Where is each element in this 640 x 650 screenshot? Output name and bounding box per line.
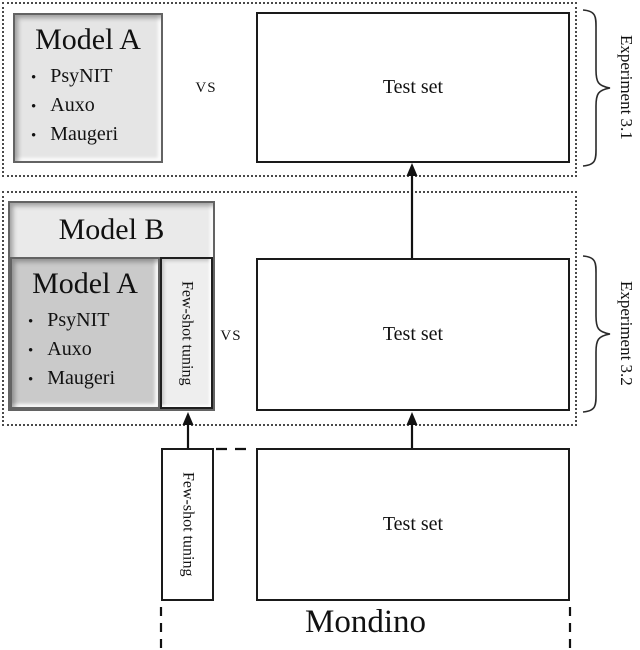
model-a-box-exp2: Model A • PsyNIT • Auxo • Maugeri: [10, 257, 160, 409]
experiment-3-2-label: Experiment 3.2: [617, 281, 636, 386]
bullet-icon: •: [28, 372, 34, 388]
vs-label-exp2: vs: [220, 320, 242, 345]
list-item: • PsyNIT: [31, 63, 161, 92]
bullet-icon: •: [31, 128, 37, 144]
test-set-label: Test set: [382, 323, 444, 345]
experiment-3-2-region: [2, 191, 577, 426]
vs-label-exp1: vs: [195, 72, 217, 97]
dataset-name: PsyNIT: [47, 309, 110, 331]
model-a-dataset-list: • PsyNIT • Auxo • Maugeri: [15, 63, 161, 150]
test-set-label: Test set: [382, 76, 444, 98]
experiment-3-1-region: [2, 2, 577, 177]
dataset-name: Auxo: [50, 94, 95, 116]
model-a-box-exp1: Model A • PsyNIT • Auxo • Maugeri: [13, 13, 163, 163]
list-item: • Auxo: [28, 336, 158, 365]
few-shot-tuning-box-mondino: Few-shot tuning: [161, 448, 214, 601]
bullet-icon: •: [28, 314, 34, 330]
model-a-title: Model A: [32, 267, 138, 300]
curly-brace-exp2: [582, 255, 611, 413]
list-item: • PsyNIT: [28, 307, 158, 336]
dataset-name: Maugeri: [47, 367, 116, 389]
mondino-dataset-label: Mondino: [304, 604, 426, 640]
test-set-box-exp2: Test set: [256, 258, 570, 411]
dataset-name: PsyNIT: [50, 65, 113, 87]
model-b-title: Model B: [58, 213, 165, 246]
test-set-box-exp1: Test set: [256, 12, 570, 163]
bullet-icon: •: [31, 99, 37, 115]
curly-brace-exp1: [582, 9, 611, 167]
experiment-3-1-label: Experiment 3.1: [617, 35, 636, 140]
test-set-label: Test set: [382, 513, 444, 535]
list-item: • Maugeri: [28, 365, 158, 394]
dataset-name: Auxo: [47, 338, 92, 360]
model-a-title: Model A: [35, 23, 141, 56]
bullet-icon: •: [31, 70, 37, 86]
list-item: • Auxo: [31, 92, 161, 121]
few-shot-tuning-strip-model-b: Few-shot tuning: [160, 257, 213, 409]
list-item: • Maugeri: [31, 121, 161, 150]
test-set-box-mondino: Test set: [256, 448, 570, 601]
dataset-name: Maugeri: [50, 123, 119, 145]
bullet-icon: •: [28, 343, 34, 359]
model-a-dataset-list: • PsyNIT • Auxo • Maugeri: [12, 307, 158, 394]
